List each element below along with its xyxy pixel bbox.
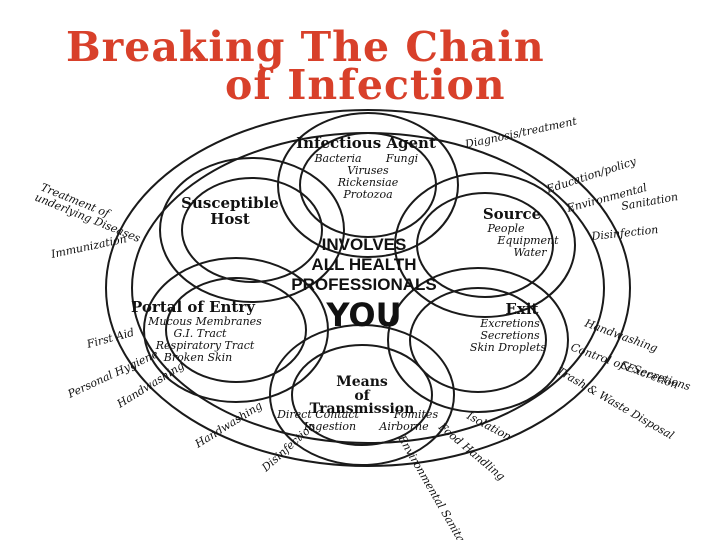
center-line-2: ALL HEALTH xyxy=(311,255,416,274)
node-transmission-item: Ingestion xyxy=(303,420,356,433)
link-host-inner xyxy=(181,177,323,283)
node-transmission-item: Direct Contact xyxy=(276,408,359,421)
node-portal-title: Portal of Entry xyxy=(131,298,256,316)
node-agent-title: Infectious Agent xyxy=(296,134,436,152)
action-diagnosis: Diagnosis/treatment xyxy=(463,114,579,151)
chain-links xyxy=(105,109,631,467)
node-portal-item: G.I. Tract xyxy=(174,327,228,340)
action-handwashing-bottom: Handwashing xyxy=(192,399,265,451)
node-source-item: Equipment xyxy=(496,234,559,247)
node-host-title-2: Host xyxy=(210,210,250,228)
node-agent-item: Bacteria xyxy=(313,152,361,165)
node-agent-item: Fungi xyxy=(385,152,418,165)
node-transmission-item: Fomites xyxy=(393,408,439,421)
title-line-2: of Infection xyxy=(225,61,506,109)
node-host-title-1: Susceptible xyxy=(181,194,279,212)
link-portal-outer xyxy=(143,257,329,403)
node-agent-item: Protozoa xyxy=(342,188,392,201)
action-excretion-2: & Secretions xyxy=(619,358,692,393)
link-host-outer xyxy=(159,157,345,303)
action-first-aid: First Aid xyxy=(84,326,135,351)
node-portal-item: Broken Skin xyxy=(163,351,233,364)
node-exit-item: Skin Droplets xyxy=(470,341,546,354)
link-portal-inner xyxy=(165,277,307,383)
action-disinfection-right: Disinfection xyxy=(590,223,659,243)
node-portal-item: Mucous Membranes xyxy=(147,315,262,328)
title-line-1: Breaking The Chain xyxy=(66,23,545,71)
node-transmission-item: Airborne xyxy=(378,420,429,433)
node-source-item: Water xyxy=(513,246,547,259)
center-line-1: INVOLVES xyxy=(322,235,407,254)
link-source-inner xyxy=(416,192,554,298)
node-transmission-title-3: Transmission xyxy=(310,401,415,417)
link-agent-outer xyxy=(277,112,459,258)
link-exit-outer xyxy=(387,267,569,413)
link-transmission-outer xyxy=(269,324,455,466)
outer-ring-outer xyxy=(105,109,631,467)
node-transmission-title-1: Means xyxy=(336,374,388,390)
node-portal-item: Respiratory Tract xyxy=(155,339,255,352)
node-agent-item: Rickensiae xyxy=(337,176,399,189)
node-exit-title: Exit xyxy=(505,300,538,318)
center-line-3: PROFESSIONALS xyxy=(291,275,436,294)
center-you: YOU xyxy=(325,296,401,334)
node-source-title: Source xyxy=(483,205,541,223)
link-transmission-inner xyxy=(291,344,433,446)
node-source-item: People xyxy=(486,222,525,235)
node-exit-item: Excretions xyxy=(479,317,540,330)
action-immunization: Immunization xyxy=(49,232,128,261)
link-exit-inner xyxy=(409,287,547,393)
node-agent-item: Viruses xyxy=(347,164,389,177)
link-source-outer xyxy=(394,172,576,318)
node-transmission-title-2: of xyxy=(354,388,370,404)
node-exit-item: Secretions xyxy=(480,329,540,342)
